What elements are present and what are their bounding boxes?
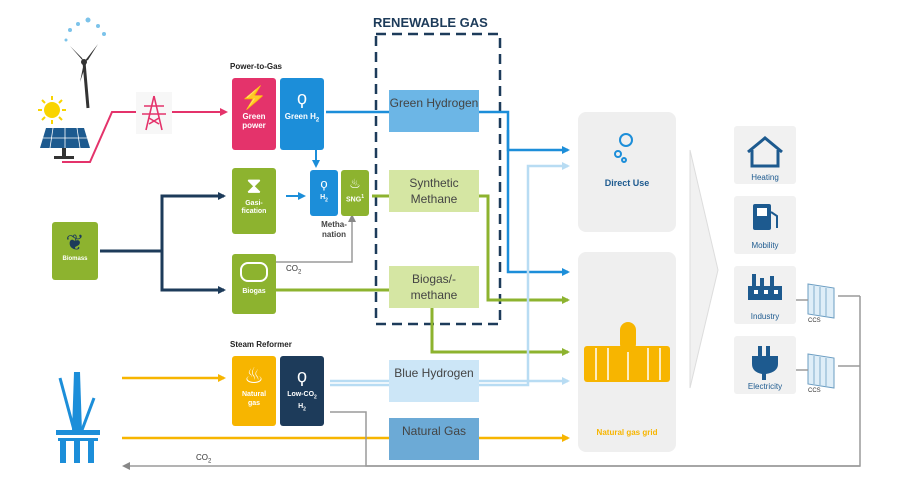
co2-biogas-label: CO2 (286, 264, 302, 276)
ccs-unit-industry (807, 283, 835, 319)
gasification-box: ⧗ Gasi- fication (232, 168, 276, 234)
direct-use-icon (614, 133, 633, 163)
blue-line-grid (506, 130, 570, 276)
factory-icon (748, 274, 782, 300)
hourglass-icon: ⧗ (246, 173, 262, 198)
heating-label: Heating (751, 173, 779, 182)
plug-icon (752, 346, 778, 380)
house-icon (747, 136, 783, 168)
biogas-methane-box: Biogas/- methane (389, 266, 479, 308)
industry-label: Industry (750, 312, 780, 321)
synthetic-methane-box: Synthetic Methane (389, 170, 479, 212)
mobility-label: Mobility (751, 241, 779, 250)
ccs-unit-electricity (807, 353, 835, 389)
natural-gas-box: Natural Gas (389, 418, 479, 460)
electricity-label: Electricity (747, 382, 783, 391)
hydrogen-lowco2-icon: ϙ (296, 366, 307, 386)
green-hydrogen-box: Green Hydrogen (389, 90, 479, 132)
power-to-gas-label: Power-to-Gas (230, 62, 283, 71)
biomass-box: ❦ Biomass (52, 222, 98, 280)
methanation-sng-box: ♨ SNG1 (341, 170, 369, 216)
renewable-gas-title: RENEWABLE GAS (373, 15, 488, 30)
navy-line-biogas (160, 251, 226, 294)
direct-use-label: Direct Use (604, 178, 650, 188)
direct-use-panel (578, 112, 676, 232)
distribution-arrow (689, 149, 719, 389)
leaf-icon: ❦ (65, 230, 85, 255)
green-power-box: ⚡ Green power (232, 78, 276, 150)
flame-icon: ♨ (244, 363, 264, 388)
natural-gas-grid-label: Natural gas grid (596, 428, 658, 437)
gas-grid-icon (584, 322, 670, 382)
heating-box (734, 126, 796, 184)
green-h2-box: ϙ Green H2 (280, 78, 324, 150)
fuel-pump-icon (753, 204, 778, 230)
ccs-label-industry: CCS (808, 318, 821, 324)
green-line-biogas (276, 288, 570, 356)
solar-panel-icon (40, 127, 90, 159)
blue-hydrogen-box: Blue Hydrogen (389, 360, 479, 402)
natural-gas-source-box: ♨ Natural gas (232, 356, 276, 426)
sun-icon (38, 96, 66, 124)
industrial-tower-icon (56, 372, 100, 463)
navy-line-gasification (100, 192, 226, 253)
methanation-label: Metha- nation (321, 220, 347, 239)
hydrogen-icon: ϙ (296, 88, 307, 108)
methanation-h2-box: ϙ H2 (310, 170, 338, 216)
wind-turbine-icon (64, 17, 106, 109)
steam-reformer-label: Steam Reformer (230, 340, 292, 349)
ccs-label-electricity: CCS (808, 388, 821, 394)
hydrogen-small-icon: ϙ (320, 176, 328, 191)
biogas-box: Biogas (232, 254, 276, 314)
lightning-icon: ⚡ (240, 85, 268, 110)
flame-small-icon: ♨ (349, 176, 361, 191)
gray-co2-biogas (276, 214, 356, 263)
gray-co2-return (122, 296, 861, 470)
low-co2-h2-box: ϙ Low-CO2 H2 (280, 356, 324, 426)
co2-bottom-label: CO2 (196, 453, 212, 465)
power-tower-icon (136, 92, 172, 134)
pink-line-solar (62, 111, 136, 163)
tank-icon (240, 262, 268, 282)
